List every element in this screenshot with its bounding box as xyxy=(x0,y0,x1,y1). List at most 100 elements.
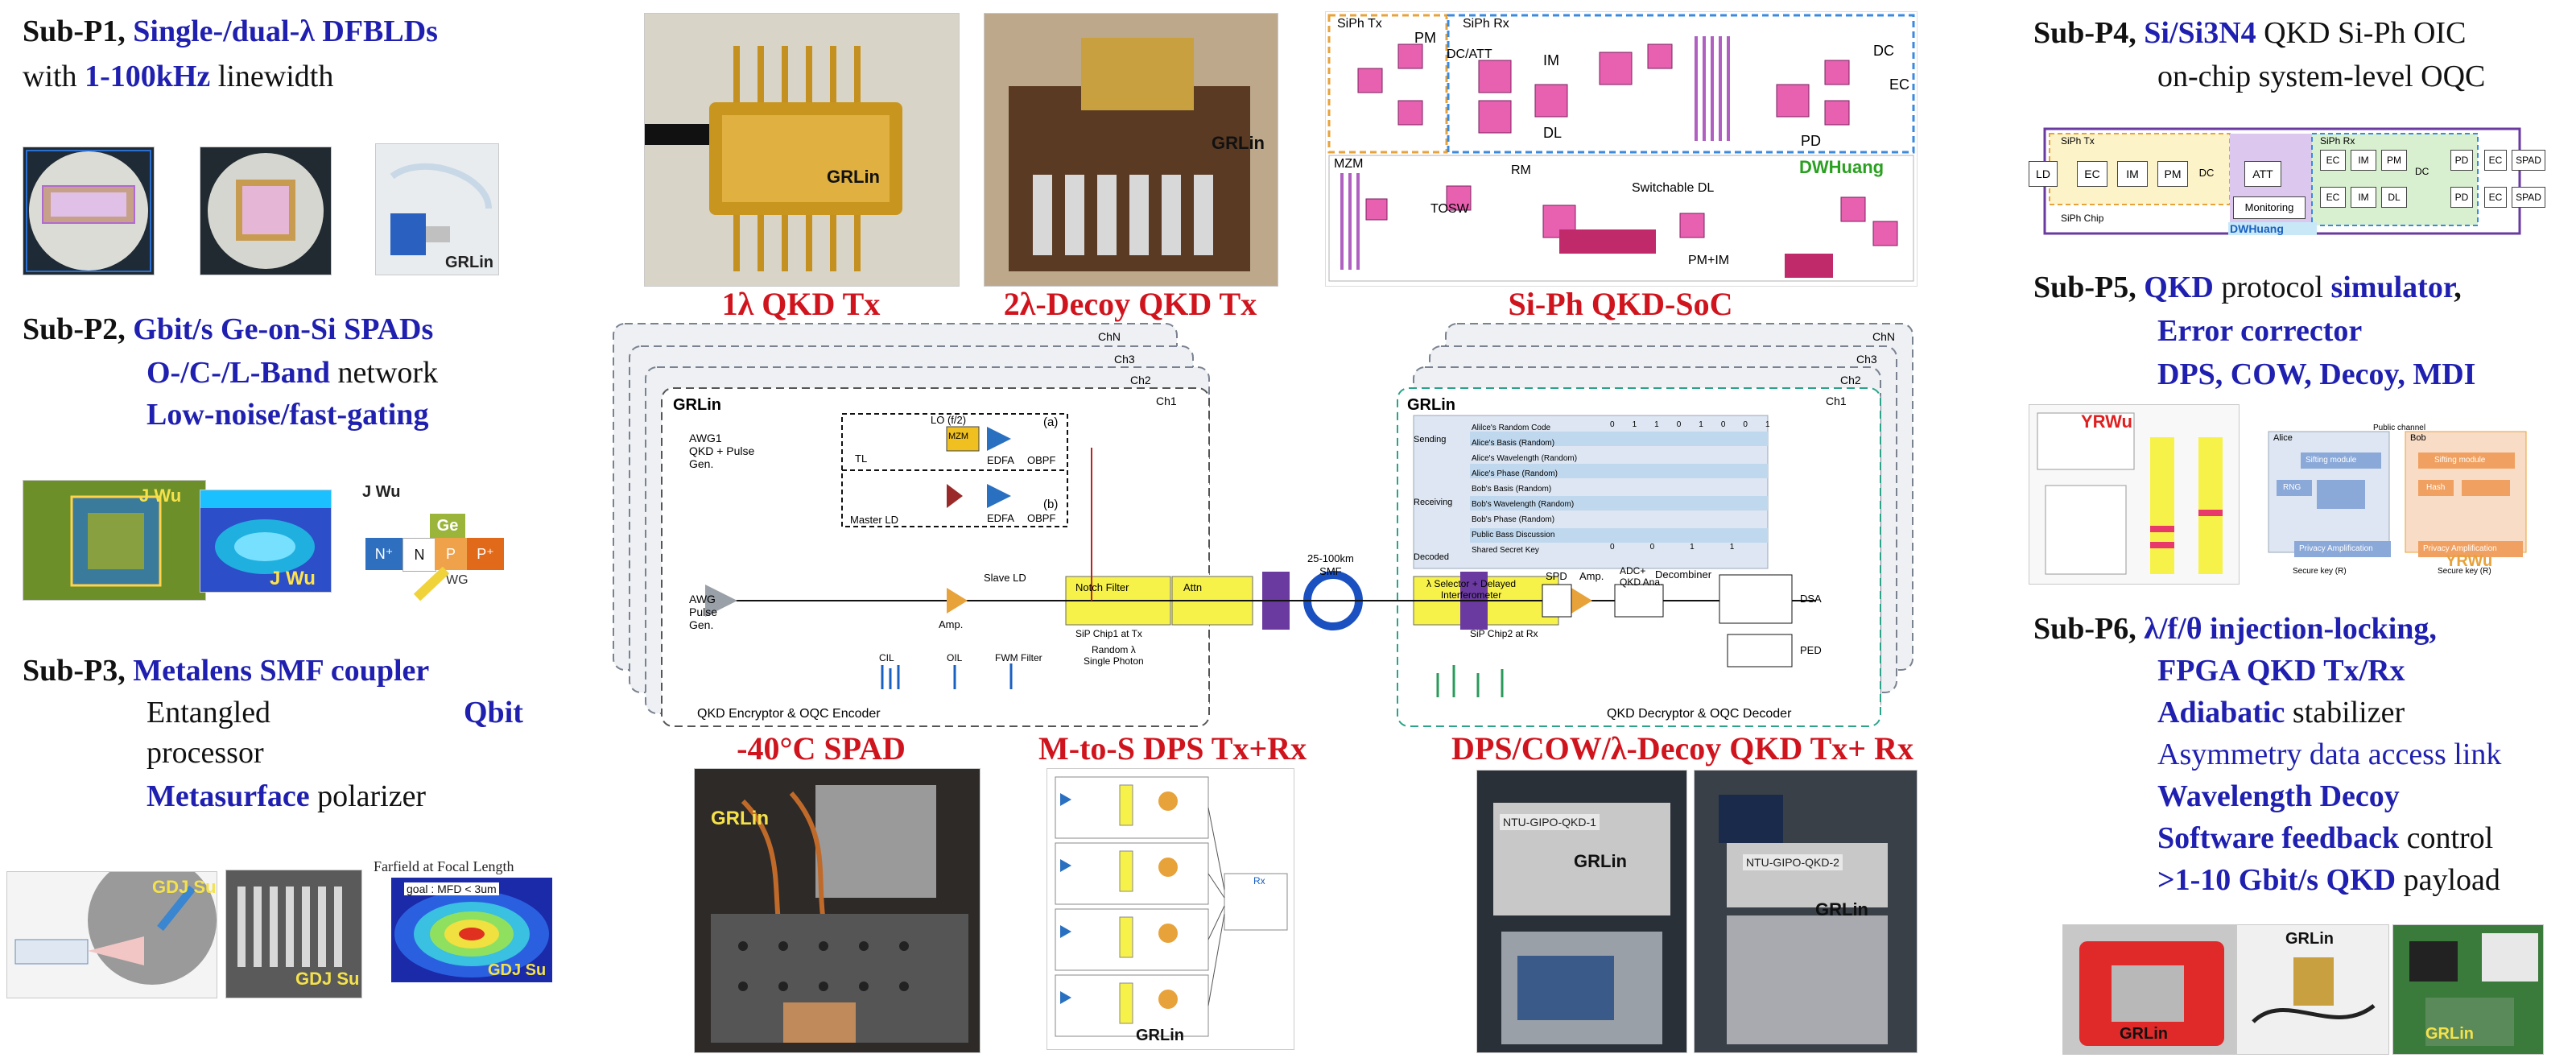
table-decoded-label: Decoded xyxy=(1414,552,1450,562)
simulator-ui-1-graphic xyxy=(2029,405,2239,584)
subp4-line2: on-chip system-level OQC xyxy=(2157,60,2486,93)
subp5-simulator: simulator xyxy=(2330,271,2454,304)
subp3-heading: Sub-P3, Metalens SMF coupler xyxy=(23,651,429,691)
subp6-line7: >1-10 Gbit/s QKD payload xyxy=(2157,860,2500,900)
oic-ld-box: LD xyxy=(2029,161,2058,187)
awg-sub: Pulse xyxy=(689,605,718,618)
fpga-board-1-graphic xyxy=(2063,925,2235,1054)
subp2-band: O-/C-/L-Band xyxy=(147,356,331,390)
soc-ec-label: EC xyxy=(1889,76,1910,93)
subp2-line2: O-/C-/L-Band network xyxy=(147,353,438,393)
spad-field-graphic xyxy=(200,490,331,592)
obpf-1-label: OBPF xyxy=(1027,454,1056,466)
dps-schematic: Rx GRLin xyxy=(1046,768,1294,1050)
bob-sifting-label: Sifting module xyxy=(2434,456,2486,465)
qkd-tx-2-watermark: GRLin xyxy=(1212,133,1265,153)
metasurface-sem-graphic xyxy=(226,870,361,998)
subp3-qbit: Qbit xyxy=(464,696,523,729)
awg1-sub: QKD + Pulse xyxy=(689,444,755,457)
subp5-qkd: QKD xyxy=(2144,271,2214,304)
siph-oic-diagram: LD EC IM PM DC ATT Monitoring SiPh Tx Si… xyxy=(2029,121,2545,242)
oic-spad-box-1: SPAD xyxy=(2512,150,2545,171)
soc-dc-label: DC xyxy=(1873,43,1894,59)
qkd-rack-2-graphic xyxy=(1695,771,1917,1052)
awg-label: AWG Pulse Gen. xyxy=(689,593,717,631)
table-row: Bob's Basis (Random) xyxy=(1472,485,1552,494)
random-code-values: 0 1 1 0 1 0 0 1 xyxy=(1610,420,1770,429)
code-bit: 1 xyxy=(1699,420,1703,429)
spad-cooling-photo: GRLin xyxy=(694,768,980,1053)
oic-siph-chip-label: SiPh Chip xyxy=(2061,213,2104,224)
adc-label: ADC+ QKD Ana. xyxy=(1620,565,1662,588)
subp1-title: Single-/dual-λ DFBLDs xyxy=(133,14,438,48)
notch-filter-label: Notch Filter xyxy=(1075,581,1129,593)
table-row: Alilce's Random Code xyxy=(1472,424,1551,432)
fiber-module-graphic xyxy=(390,163,492,255)
n-region: N xyxy=(402,538,436,572)
fiber-length: 25-100km xyxy=(1307,552,1354,564)
soc-dc-att-label: DC/ATT xyxy=(1447,48,1492,61)
oic-ec-box-3: EC xyxy=(2320,187,2346,208)
subp6-line3: Adiabatic stabilizer xyxy=(2157,692,2405,733)
soc-pmim-label: PM+IM xyxy=(1688,254,1730,267)
subp6-tag: Sub-P6, xyxy=(2033,612,2136,646)
subp4-tag: Sub-P4, xyxy=(2033,16,2136,50)
fwm-label: FWM Filter xyxy=(995,652,1042,663)
spad-cross-section: J Wu Ge N⁺ N P P⁺ WG xyxy=(357,483,518,604)
subp1-tag: Sub-P1, xyxy=(23,14,126,48)
rack-1-watermark: GRLin xyxy=(1574,851,1627,871)
subp1-photo-watermark: GRLin xyxy=(445,254,493,271)
fpga-board-photo-2: GRLin xyxy=(2236,924,2389,1055)
bob-secure-key-label: Secure key (R) xyxy=(2438,567,2491,576)
soc-switchable-label: Switchable DL xyxy=(1632,181,1715,195)
farfield-goal: goal : MFD < 3um xyxy=(404,882,499,895)
subp2-watermark-3: J Wu xyxy=(362,483,401,501)
channel-2-label-right: Ch2 xyxy=(1840,374,1861,386)
awg-sub2: Gen. xyxy=(689,618,714,631)
oic-ec-box-5: EC xyxy=(2484,187,2507,208)
awg1-label: AWG1 QKD + Pulse Gen. xyxy=(689,432,754,470)
farfield-plot: Farfield at Focal Length goal : MFD < 3u… xyxy=(367,858,559,1000)
rack-2-label: NTU-GIPO-QKD-2 xyxy=(1743,854,1843,870)
code-bit: 1 xyxy=(1632,420,1637,429)
subp2-watermark-2: J Wu xyxy=(270,568,316,589)
key-bit: 1 xyxy=(1729,543,1735,552)
subp4-heading: Sub-P4, Si/Si3N4 QKD Si-Ph OIC xyxy=(2033,13,2466,53)
fiber-label: 25-100km SMF xyxy=(1307,552,1354,578)
oic-pm-box-2: PM xyxy=(2381,150,2407,171)
soc-mzm-label: MZM xyxy=(1334,157,1364,171)
spad-layout-photo: J Wu xyxy=(23,480,206,601)
alice-sifting-label: Sifting module xyxy=(2306,456,2357,465)
mzm-label: MZM xyxy=(948,432,969,441)
qkd-tx-1-photo: GRLin xyxy=(644,13,960,287)
ped-label: PED xyxy=(1800,644,1822,656)
fpga-watermark-3: GRLin xyxy=(2425,1025,2474,1043)
fiber-module-photo: GRLin xyxy=(375,143,499,275)
table-sending-label: Sending xyxy=(1414,435,1447,444)
path-a-label: (a) xyxy=(1043,415,1059,429)
alice-label: Alice xyxy=(2273,433,2293,443)
oic-pd-box-1: PD xyxy=(2450,150,2473,171)
oic-siph-tx-label: SiPh Tx xyxy=(2061,135,2095,147)
oic-dwhuang-watermark: DWHuang xyxy=(2230,222,2284,235)
oil-label: OIL xyxy=(947,652,963,663)
amp-2-label: Amp. xyxy=(1579,570,1604,582)
subp6-line5: Wavelength Decoy xyxy=(2157,779,2400,813)
subp5-tag: Sub-P5, xyxy=(2033,271,2136,304)
subp5-heading: Sub-P5, QKD protocol simulator, xyxy=(2033,267,2462,308)
oic-dc-label-2: DC xyxy=(2415,166,2429,177)
soc-rm-label: RM xyxy=(1511,163,1531,177)
caption-spad: -40°C SPAD xyxy=(737,730,906,767)
subp3-entangled: Entangled xyxy=(147,696,271,729)
metalens-schematic: GDJ Su xyxy=(6,871,217,998)
protocol-table-rows: Alilce's Random Code Alice's Basis (Rand… xyxy=(1472,420,1577,558)
oic-im-box-3: IM xyxy=(2351,187,2376,208)
sip-chip-1-label: SiP Chip1 at Tx xyxy=(1075,628,1142,639)
grlin-label-left: GRLin xyxy=(673,396,721,414)
random-line2: Single Photon xyxy=(1084,655,1144,667)
oic-dc-label-1: DC xyxy=(2198,167,2215,179)
subp6-stabilizer: stabilizer xyxy=(2285,696,2405,729)
amp-1-label: Amp. xyxy=(939,618,964,630)
channel-3-label-left: Ch3 xyxy=(1114,353,1135,366)
selector-label: λ Selector + Delayed Interferometer xyxy=(1426,578,1516,601)
